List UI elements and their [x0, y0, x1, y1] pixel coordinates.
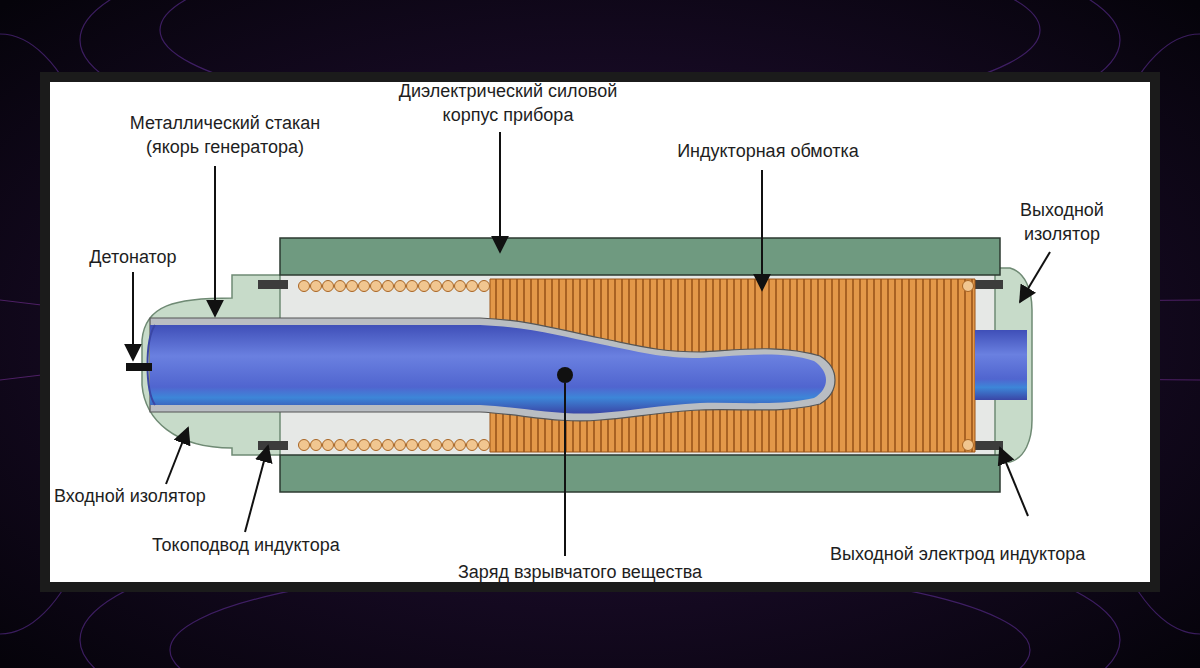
dielectric-housing	[280, 238, 1000, 275]
part-label: Заряд взрывчатого вещества	[410, 560, 750, 584]
current-lead	[258, 280, 288, 289]
output-conductor	[975, 330, 1027, 400]
leader-line	[166, 428, 188, 484]
leader-line	[1020, 252, 1050, 302]
leader-line	[1000, 448, 1028, 516]
part-label: Диэлектрический силовой корпус прибора	[380, 79, 636, 127]
part-label: Металлический стакан (якорь генератора)	[108, 111, 342, 159]
part-label: Выходной изолятор	[998, 198, 1126, 246]
dielectric-housing	[280, 455, 1000, 492]
part-label: Токоподвод индуктора	[152, 533, 432, 557]
explosive-charge	[150, 325, 826, 414]
leader-line	[245, 446, 268, 532]
picture-ground	[50, 82, 1150, 582]
leader-line	[132, 272, 134, 360]
output-electrode	[975, 280, 1003, 289]
detonator	[126, 363, 152, 371]
leader-line	[761, 170, 763, 290]
part-label: Выходной электрод индуктора	[830, 542, 1140, 566]
part-label: Детонатор	[66, 245, 200, 269]
leader-line	[214, 166, 216, 316]
output-electrode	[975, 441, 1003, 450]
metal-cup	[150, 318, 835, 421]
leader-lines	[133, 132, 1050, 556]
picture-frame	[40, 72, 1160, 592]
current-lead	[258, 441, 288, 450]
charge-marker	[557, 367, 573, 383]
leader-line	[564, 383, 566, 556]
part-label: Индукторная обмотка	[636, 139, 900, 163]
generator	[126, 238, 1032, 492]
part-label: Входной изолятор	[54, 484, 274, 508]
leader-line	[499, 132, 501, 252]
